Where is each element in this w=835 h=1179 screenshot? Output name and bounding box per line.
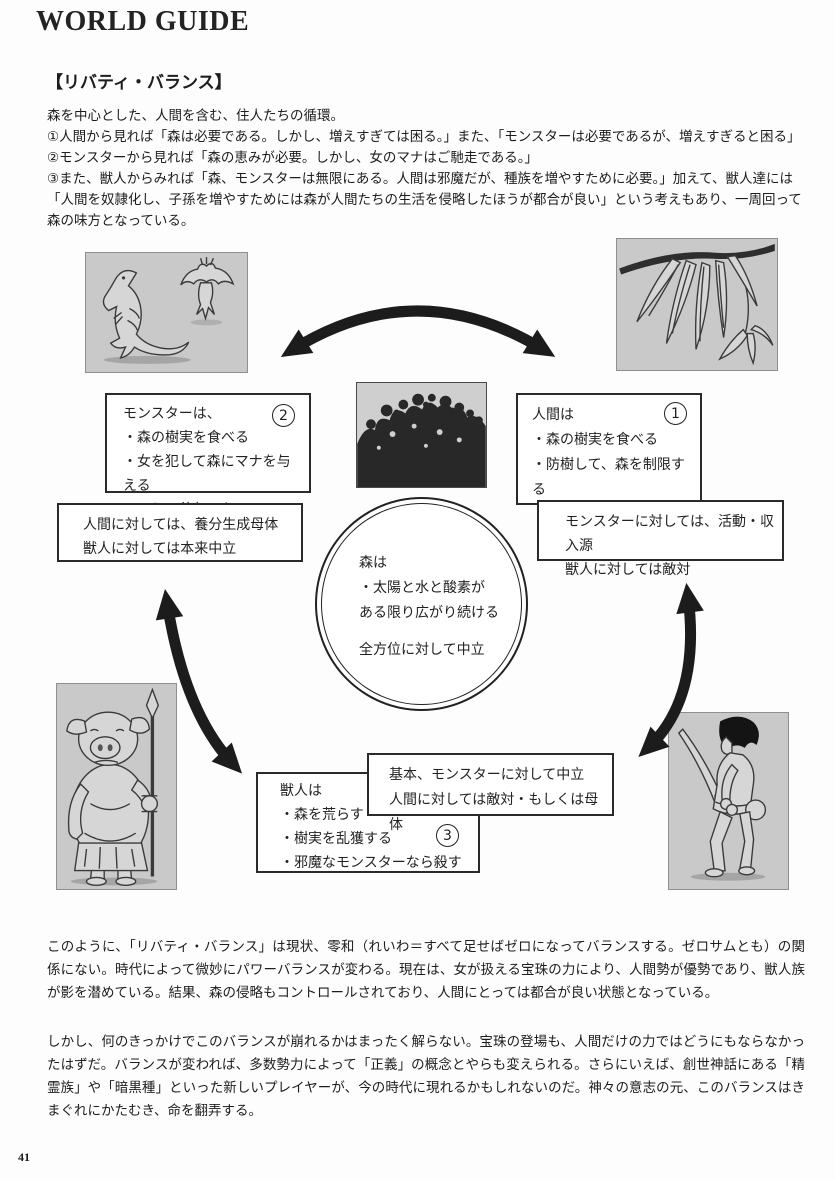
circled-number-2: 2 — [272, 404, 295, 427]
human-box-item: ・森の樹実を食べる — [532, 432, 658, 448]
monster-relation-line: 人間に対しては、養分生成母体 — [83, 517, 279, 533]
arrow-monster-plant — [280, 305, 556, 357]
intro-line: ③また、獣人からみれば「森、モンスターは無限にある。人間は邪魔だが、種族を増やす… — [47, 171, 802, 229]
page-number: 41 — [18, 1150, 30, 1164]
intro-line: ②モンスターから見れば「森の恵みが必要。しかし、女のマナはご馳走である。」 — [47, 150, 538, 166]
monster-box-item: ・女を犯して森にマナを与える — [123, 454, 291, 494]
forest-circle-text: 森は ・太陽と水と酸素が ある限り広がり続ける 全方位に対して中立 — [359, 551, 519, 663]
circled-number-3: 3 — [436, 824, 459, 847]
forest-circle-inner-ring — [321, 503, 522, 705]
forest-line: ・太陽と水と酸素が — [359, 580, 485, 596]
page-title: WORLD GUIDE — [36, 6, 250, 37]
pig-orc-with-spear-icon — [66, 687, 160, 887]
pig-orc-illustration — [56, 683, 177, 890]
forest-circle: 森は ・太陽と水と酸素が ある限り広がり続ける 全方位に対して中立 — [315, 497, 528, 711]
forest-line: 森は — [359, 555, 387, 571]
human-box-title: 人間は — [532, 407, 574, 423]
beastman-box-title: 獣人は — [280, 783, 322, 799]
intro-line: 森を中心とした、人間を含む、住人たちの循環。 — [47, 108, 344, 124]
monster-info-box: 2 モンスターは、 ・森の樹実を食べる ・女を犯して森にマナを与える ・死して養… — [105, 393, 311, 518]
intro-paragraph: 森を中心とした、人間を含む、住人たちの循環。 ①人間から見れば「森は必要である。… — [47, 106, 811, 232]
boy-with-sword-icon — [677, 716, 767, 881]
monster-relation-box: 人間に対しては、養分生成母体 獣人に対しては本来中立 — [57, 503, 303, 562]
intro-line: ①人間から見れば「森は必要である。しかし、増えすぎては困る。」また、「モンスター… — [47, 129, 801, 145]
forest-line: ある限り広がり続ける — [359, 605, 499, 621]
monster-illustration — [85, 252, 248, 373]
circled-number-1: 1 — [664, 402, 687, 425]
forest-canopy-icon — [357, 393, 486, 487]
body-paragraph-1: このように、「リバティ・バランス」は現状、零和（れいわ＝すべて足せばゼロになって… — [47, 939, 805, 1001]
monster-creatures-sketch-icon — [102, 257, 235, 364]
human-relation-line: モンスターに対しては、活動・収入源 — [565, 514, 775, 554]
beastman-box-item: ・森を荒らす — [280, 807, 364, 823]
monster-box-title: モンスターは、 — [123, 406, 221, 422]
beastman-relation-line: 基本、モンスターに対して中立 — [389, 767, 585, 783]
human-box-item: ・防樹して、森を制限する — [532, 457, 685, 498]
beastman-relation-box: 基本、モンスターに対して中立 人間に対しては敵対・もしくは母体 — [367, 753, 614, 833]
monster-box-item: ・森の樹実を食べる — [123, 430, 249, 446]
hanging-seed-pods-sketch-icon — [619, 243, 775, 366]
human-relation-box: モンスターに対しては、活動・収入源 獣人に対しては敵対 — [537, 500, 784, 578]
beastman-relation-line: 人間に対しては敵対・もしくは母体 — [389, 792, 599, 833]
human-relation-line: 獣人に対しては敵対 — [565, 562, 691, 578]
human-info-box: 1 人間は ・森の樹実を食べる ・防樹して、森を制限する ・獣人を駆逐する — [516, 393, 702, 523]
swordsman-illustration — [668, 712, 789, 890]
forest-footer-line: 全方位に対して中立 — [359, 642, 485, 658]
section-heading: 【リバティ・バランス】 — [46, 73, 232, 93]
plant-illustration — [616, 238, 778, 371]
monster-relation-line: 獣人に対しては本来中立 — [83, 541, 237, 557]
beastman-box-item: ・邪魔なモンスターなら殺す — [280, 855, 462, 871]
forest-photo — [356, 382, 487, 488]
beastman-box-item: ・樹実を乱獲する — [280, 831, 392, 847]
body-paragraph-2: しかし、何のきっかけでこのバランスが崩れるかはまったく解らない。宝珠の登場も、人… — [47, 1034, 805, 1119]
